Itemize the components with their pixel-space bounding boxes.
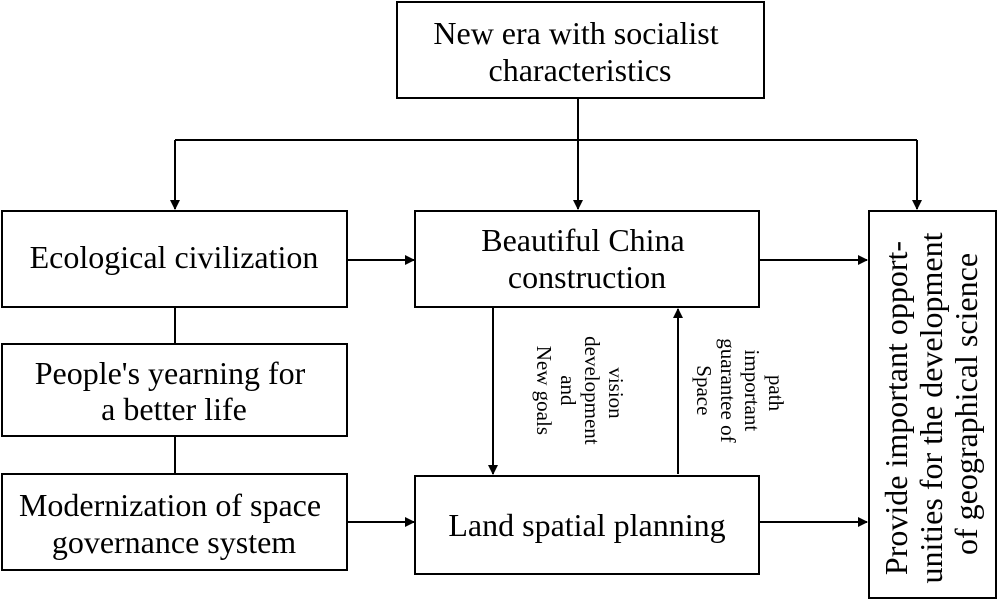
svg-text:Provide important opport-: Provide important opport- unities for th… — [878, 224, 984, 583]
node-modernization: Modernization of space governance system — [1, 473, 348, 571]
svg-text:New goals and deve: New goals and development vision — [532, 336, 628, 450]
goals-line-2: and — [556, 375, 580, 406]
goals-line-4: vision — [604, 367, 628, 419]
svg-text:Space guarantee of: Space guarantee of important path — [692, 338, 788, 448]
space-line-4: path — [764, 375, 788, 412]
space-line-2: guarantee of — [716, 338, 740, 442]
node-new-era: New era with socialist characteristics — [396, 1, 765, 99]
beautiful-china-line-1: Beautiful China — [481, 222, 685, 258]
space-line-1: Space — [692, 365, 716, 415]
beautiful-china-line-2: construction — [508, 259, 666, 295]
node-peoples-yearning: People's yearning for a better life — [1, 343, 348, 437]
opportunities-line-1: Provide important opport- — [878, 241, 914, 575]
new-era-line-1: New era with socialist — [433, 15, 718, 51]
svg-text:Modernization of space g: Modernization of space governance system — [19, 487, 329, 560]
goals-line-1: New goals — [532, 346, 556, 435]
svg-text:People's yearning for a: People's yearning for a better life — [35, 355, 314, 427]
svg-text:New era with socialist c: New era with socialist characteristics — [433, 15, 726, 88]
modernization-line-2: governance system — [52, 524, 296, 560]
edge-label-new-goals: New goals and development vision — [532, 336, 628, 450]
opportunities-line-2: unities for the development — [913, 232, 949, 583]
node-ecological-civilization: Ecological civilization — [1, 210, 348, 308]
svg-text:Land spatial planning: Land spatial planning — [448, 507, 725, 543]
ecological-line-1: Ecological civilization — [30, 239, 319, 275]
space-line-3: important — [740, 350, 764, 432]
yearning-line-1: People's yearning for — [35, 355, 306, 391]
edge-label-space-guarantee: Space guarantee of important path — [692, 338, 788, 448]
goals-line-3: development — [580, 336, 604, 445]
modernization-line-1: Modernization of space — [19, 487, 321, 523]
node-opportunities: Provide important opport- unities for th… — [868, 210, 997, 599]
land-planning-line-1: Land spatial planning — [448, 507, 725, 543]
new-era-line-2: characteristics — [489, 52, 672, 88]
connectors — [170, 98, 922, 527]
svg-text:Beautiful China construc: Beautiful China construction — [481, 222, 693, 295]
yearning-line-2: a better life — [101, 391, 247, 427]
node-land-spatial-planning: Land spatial planning — [414, 475, 760, 575]
opportunities-line-3: of geographical science — [948, 253, 984, 555]
svg-text:Ecological civilization: Ecological civilization — [30, 239, 319, 275]
node-beautiful-china: Beautiful China construction — [414, 210, 760, 308]
